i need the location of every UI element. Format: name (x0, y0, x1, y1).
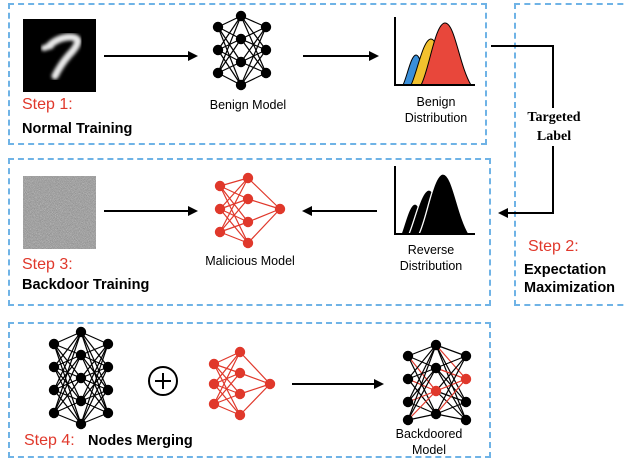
backdoored-model-line2: Model (411, 443, 447, 457)
network-node (212, 67, 224, 79)
benign-distribution-line2: Distribution (404, 111, 468, 125)
network-node (75, 372, 87, 384)
network-node (242, 172, 254, 184)
network-node (75, 418, 87, 430)
network-node (214, 203, 226, 215)
reverse-distribution-line2: Distribution (399, 259, 463, 273)
network-node (212, 21, 224, 33)
step1-box (8, 3, 487, 145)
network-node (402, 396, 414, 408)
benign-distribution-icon (389, 15, 477, 90)
network-node (102, 384, 114, 396)
benign-distribution-caption: Benign Distribution (392, 94, 480, 126)
step2-desc-line1: Expectation (524, 262, 607, 278)
network-node (75, 349, 87, 361)
network-node (75, 326, 87, 338)
targeted-label-line1: Targeted (527, 110, 581, 125)
step3-title: Step 3: (22, 256, 73, 273)
network-node (212, 44, 224, 56)
network-node (208, 398, 220, 410)
step2-box (514, 3, 627, 306)
network-node (214, 180, 226, 192)
step4-title: Step 4: (24, 432, 75, 449)
network-node (460, 396, 472, 408)
network-node (264, 378, 276, 390)
plus-circle-icon (148, 366, 178, 396)
mnist-digit-image (23, 19, 96, 92)
network-node (234, 367, 246, 379)
malicious-model-caption: Malicious Model (205, 254, 295, 268)
reverse-distribution-line1: Reverse (407, 243, 455, 257)
reverse-distribution-caption: Reverse Distribution (386, 242, 476, 274)
network-node (48, 407, 60, 419)
network-node (214, 226, 226, 238)
network-node (102, 361, 114, 373)
network-node (430, 408, 442, 420)
network-node (260, 44, 272, 56)
step4-desc: Nodes Merging (88, 433, 193, 449)
network-node (48, 384, 60, 396)
network-node (430, 362, 442, 374)
network-node (430, 339, 442, 351)
targeted-label: Targeted Label (519, 108, 589, 146)
malicious-model-icon (214, 172, 286, 249)
network-node (274, 203, 286, 215)
step4-box (8, 322, 491, 458)
step1-desc: Normal Training (22, 121, 133, 137)
network-node (460, 373, 472, 385)
reverse-distribution-icon (389, 164, 477, 239)
network-node (242, 193, 254, 205)
benign-distribution-line1: Benign (416, 95, 456, 109)
network-node (48, 361, 60, 373)
network-node (235, 56, 247, 68)
targeted-label-line2: Label (536, 129, 572, 144)
backdoored-model-line1: Backdoored (395, 427, 463, 441)
network-node (402, 414, 414, 426)
network-node (235, 79, 247, 91)
network-node (234, 409, 246, 421)
network-node (234, 388, 246, 400)
network-node (208, 378, 220, 390)
network-node (235, 10, 247, 22)
step2-title: Step 2: (528, 238, 579, 255)
network-node (235, 33, 247, 45)
step1-title: Step 1: (22, 96, 73, 113)
step2-desc-line2: Maximization (524, 280, 616, 296)
network-node (460, 350, 472, 362)
network-node (234, 346, 246, 358)
network-node (260, 67, 272, 79)
malicious-network-icon (208, 346, 276, 421)
network-node (48, 338, 60, 350)
backdoored-model-caption: Backdoored Model (384, 426, 474, 458)
network-node (242, 237, 254, 249)
noise-image (23, 176, 96, 249)
network-node (460, 414, 472, 426)
step3-box (8, 158, 491, 306)
network-node (102, 338, 114, 350)
benign-model-icon (212, 10, 272, 91)
network-node (260, 21, 272, 33)
network-node (208, 358, 220, 370)
step3-desc: Backdoor Training (22, 277, 150, 293)
network-node (402, 373, 414, 385)
network-node (430, 385, 442, 397)
backdoored-model-icon (402, 339, 472, 426)
benign-model-caption: Benign Model (209, 98, 287, 112)
network-node (75, 395, 87, 407)
benign-network-icon (48, 326, 114, 430)
network-node (102, 407, 114, 419)
network-node (402, 350, 414, 362)
network-node (242, 216, 254, 228)
